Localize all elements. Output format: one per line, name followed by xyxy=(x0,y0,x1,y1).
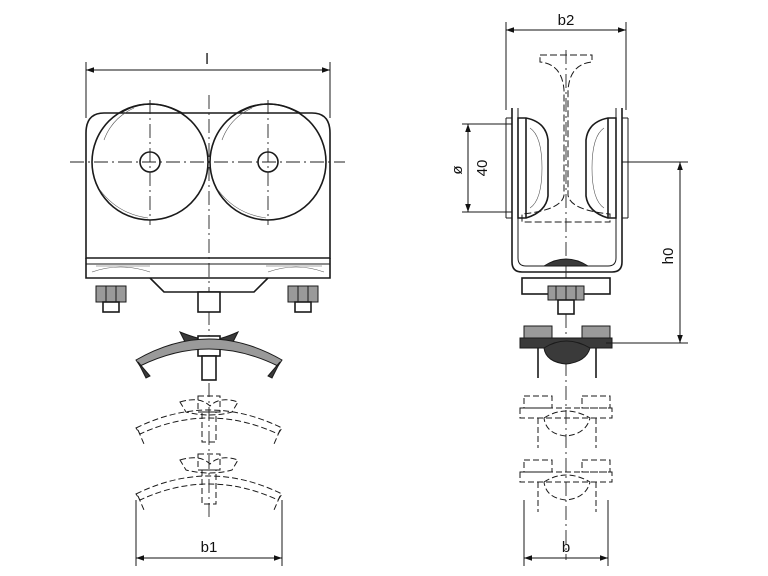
i-beam xyxy=(521,54,611,223)
wheel-side-right xyxy=(585,117,617,219)
dimension-b2-label: b2 xyxy=(558,12,575,29)
wheel-side-left xyxy=(517,117,549,219)
dimension-l-label: l xyxy=(205,51,208,68)
side-view: b2 xyxy=(449,12,688,566)
housing-plate xyxy=(85,112,331,259)
front-view: l xyxy=(70,51,345,566)
diameter-value-label: 40 xyxy=(474,160,491,177)
cable-clamp-ghost-2 xyxy=(519,459,613,512)
side-bracket xyxy=(511,108,623,273)
bolt-left xyxy=(95,285,127,313)
dimension-h0-label: h0 xyxy=(660,248,677,265)
cable-saddle-top xyxy=(135,330,283,381)
diameter-symbol-label: ø xyxy=(449,165,466,174)
cable-saddle-ghost-1 xyxy=(135,395,283,445)
dimension-b1-label: b1 xyxy=(201,539,218,556)
dimension-b-label: b xyxy=(562,539,570,556)
bolt-right xyxy=(287,285,319,313)
cable-clamp-ghost-1 xyxy=(519,395,613,448)
cable-saddle-ghost-2 xyxy=(135,453,283,511)
